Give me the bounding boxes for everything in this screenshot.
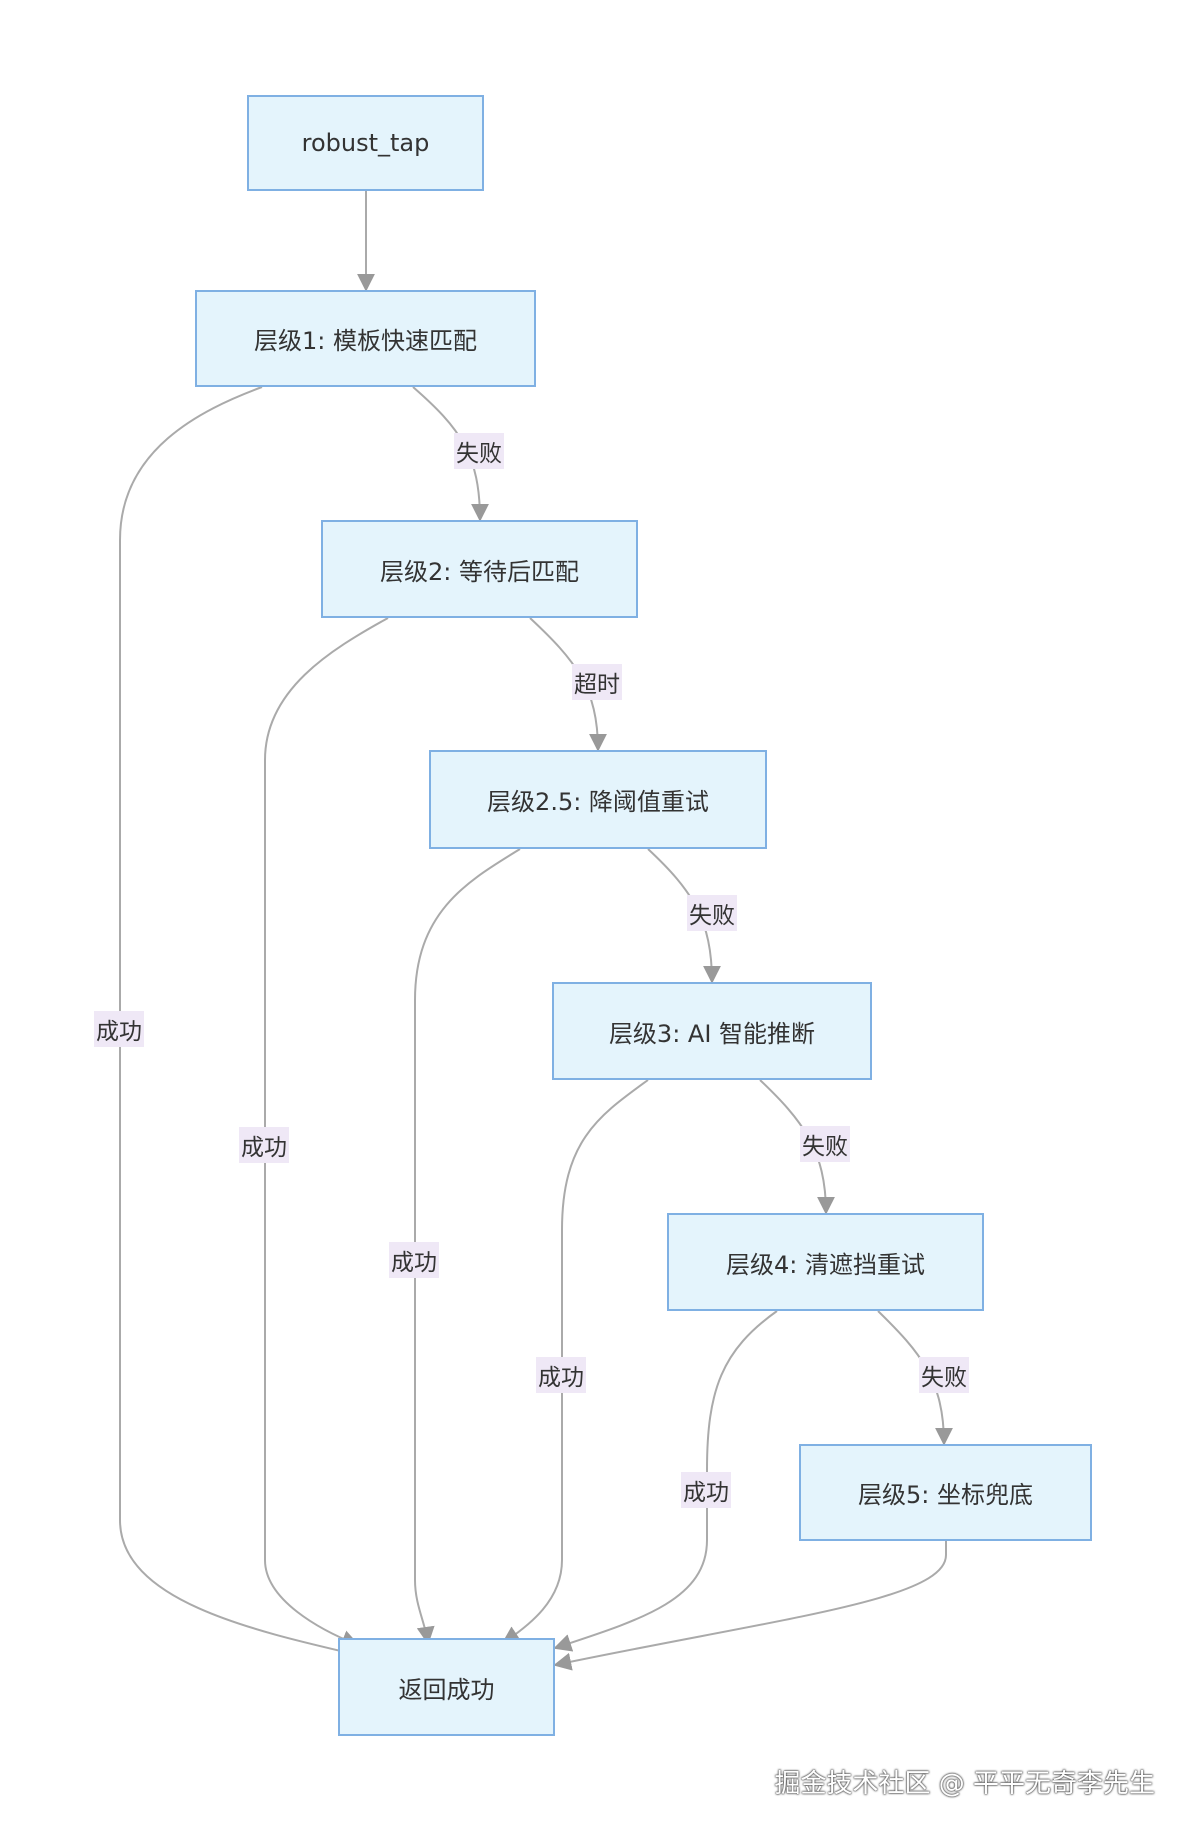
- node-result: 返回成功: [338, 1638, 555, 1736]
- node-layer3: 层级3: AI 智能推断: [552, 982, 872, 1080]
- edge-layer2-success: [264, 617, 389, 1648]
- node-layer5: 层级5: 坐标兜底: [799, 1444, 1092, 1541]
- node-layer25: 层级2.5: 降阈值重试: [429, 750, 767, 849]
- edge-layer1-success: [119, 386, 360, 1661]
- edge-label-layer25-fail: 失败: [687, 895, 737, 931]
- watermark: 掘金技术社区 @ 平平无奇李先生: [774, 1769, 1155, 1799]
- edge-layer4-success: [553, 1310, 778, 1652]
- edge-label-layer1-success: 成功: [94, 1011, 144, 1047]
- node-layer1: 层级1: 模板快速匹配: [195, 290, 536, 387]
- edge-label-layer3-fail: 失败: [800, 1126, 850, 1162]
- node-robust-tap: robust_tap: [247, 95, 484, 191]
- node-layer4: 层级4: 清遮挡重试: [667, 1213, 984, 1311]
- edge-label-layer3-success: 成功: [536, 1357, 586, 1393]
- edge-layer3-success: [501, 1079, 649, 1644]
- edge-label-layer25-success: 成功: [389, 1242, 439, 1278]
- node-layer2: 层级2: 等待后匹配: [321, 520, 638, 618]
- edge-label-layer1-fail: 失败: [454, 433, 504, 469]
- edge-layer5-success: [553, 1541, 947, 1671]
- edge-label-layer4-fail: 失败: [919, 1357, 969, 1393]
- edge-label-layer2-timeout: 超时: [572, 664, 622, 700]
- edge-layer25-success: [414, 848, 521, 1645]
- edge-label-layer2-success: 成功: [239, 1127, 289, 1163]
- edge-label-layer4-success: 成功: [681, 1472, 731, 1508]
